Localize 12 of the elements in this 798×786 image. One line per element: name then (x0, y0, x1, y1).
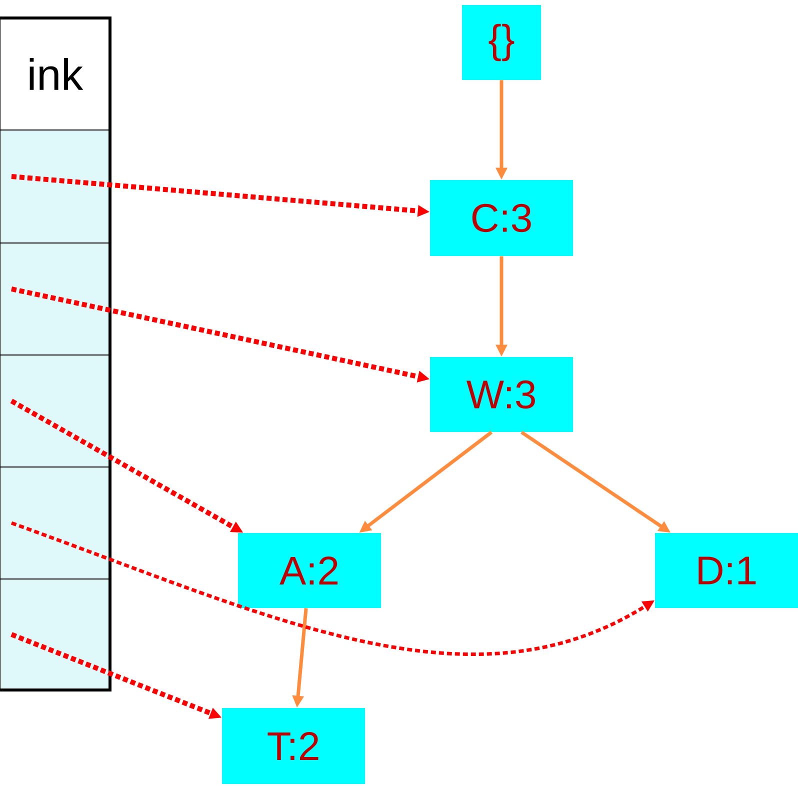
table-cell (0, 130, 110, 244)
table-cell (0, 466, 110, 580)
table-cell (0, 242, 110, 356)
tree-node-box: D:1 (655, 532, 798, 608)
table-header-cell: ink (0, 17, 110, 130)
tree-node-box: W:3 (430, 356, 573, 432)
tree-node-box: C:3 (430, 180, 573, 256)
table-cell (0, 354, 110, 468)
tree-node-box: A:2 (238, 532, 381, 608)
tree-node-box: T:2 (222, 708, 365, 784)
tree-node-box: {} (462, 4, 541, 80)
table-cell (0, 578, 110, 690)
